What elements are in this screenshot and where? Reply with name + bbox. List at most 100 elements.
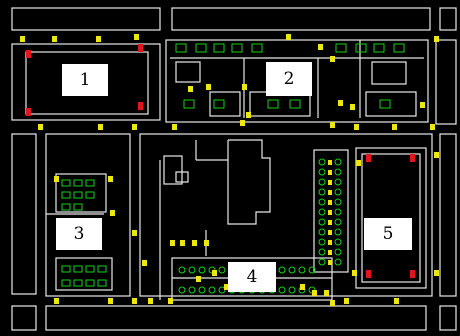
- green-device-icon: [334, 188, 342, 196]
- yellow-device-icon: [38, 124, 43, 130]
- green-device-icon: [188, 266, 196, 274]
- yellow-device-icon: [300, 284, 305, 290]
- yellow-device-icon: [354, 124, 359, 130]
- yellow-device-icon: [328, 190, 332, 195]
- yellow-device-icon: [330, 300, 335, 306]
- green-device-icon: [218, 266, 226, 274]
- green-device-icon: [335, 43, 347, 53]
- yellow-device-icon: [54, 298, 59, 304]
- yellow-device-icon: [168, 298, 173, 304]
- green-device-icon: [318, 228, 326, 236]
- green-device-icon: [73, 179, 83, 187]
- green-device-icon: [183, 99, 195, 109]
- green-device-icon: [278, 286, 286, 294]
- yellow-device-icon: [132, 230, 137, 236]
- yellow-device-icon: [98, 124, 103, 130]
- zone-label-3[interactable]: 3: [56, 218, 102, 250]
- green-device-icon: [97, 265, 107, 273]
- yellow-device-icon: [192, 240, 197, 246]
- green-device-icon: [318, 188, 326, 196]
- green-device-icon: [379, 99, 391, 109]
- yellow-device-icon: [196, 276, 201, 282]
- yellow-device-icon: [54, 176, 59, 182]
- yellow-device-icon: [206, 84, 211, 90]
- green-device-icon: [178, 266, 186, 274]
- green-device-icon: [198, 286, 206, 294]
- red-alarm-icon: [366, 154, 371, 162]
- green-device-icon: [61, 203, 71, 211]
- yellow-device-icon: [142, 260, 147, 266]
- yellow-device-icon: [328, 180, 332, 185]
- green-device-icon: [213, 43, 225, 53]
- yellow-device-icon: [330, 56, 335, 62]
- yellow-device-icon: [318, 44, 323, 50]
- yellow-device-icon: [180, 240, 185, 246]
- green-device-icon: [61, 279, 71, 287]
- green-device-icon: [73, 203, 83, 211]
- green-device-icon: [334, 208, 342, 216]
- yellow-device-icon: [328, 220, 332, 225]
- green-device-icon: [195, 43, 207, 53]
- green-device-icon: [318, 198, 326, 206]
- yellow-device-icon: [132, 298, 137, 304]
- green-device-icon: [334, 248, 342, 256]
- green-device-icon: [318, 248, 326, 256]
- green-device-icon: [85, 191, 95, 199]
- yellow-device-icon: [328, 200, 332, 205]
- yellow-device-icon: [52, 36, 57, 42]
- red-alarm-icon: [410, 154, 415, 162]
- green-device-icon: [178, 286, 186, 294]
- yellow-device-icon: [20, 36, 25, 42]
- green-device-icon: [85, 279, 95, 287]
- yellow-device-icon: [242, 84, 247, 90]
- green-device-icon: [355, 43, 367, 53]
- yellow-device-icon: [246, 112, 251, 118]
- green-device-icon: [298, 266, 306, 274]
- yellow-device-icon: [328, 160, 332, 165]
- yellow-device-icon: [286, 34, 291, 40]
- red-alarm-icon: [366, 270, 371, 278]
- yellow-device-icon: [328, 250, 332, 255]
- yellow-device-icon: [110, 210, 115, 216]
- green-device-icon: [213, 99, 225, 109]
- green-device-icon: [334, 228, 342, 236]
- yellow-device-icon: [338, 100, 343, 106]
- green-device-icon: [85, 265, 95, 273]
- yellow-device-icon: [312, 290, 317, 296]
- green-device-icon: [198, 266, 206, 274]
- green-device-icon: [97, 279, 107, 287]
- green-device-icon: [334, 238, 342, 246]
- zone-label-1[interactable]: 1: [62, 64, 108, 96]
- yellow-device-icon: [328, 260, 332, 265]
- green-device-icon: [318, 208, 326, 216]
- yellow-device-icon: [352, 270, 357, 276]
- green-device-icon: [61, 179, 71, 187]
- green-device-icon: [267, 99, 279, 109]
- yellow-device-icon: [240, 120, 245, 126]
- green-device-icon: [73, 265, 83, 273]
- yellow-device-icon: [224, 284, 229, 290]
- zone-label-2[interactable]: 2: [266, 62, 312, 96]
- green-device-icon: [289, 99, 301, 109]
- yellow-device-icon: [434, 270, 439, 276]
- red-alarm-icon: [26, 108, 31, 116]
- green-device-icon: [288, 266, 296, 274]
- green-device-icon: [318, 168, 326, 176]
- green-device-icon: [373, 43, 385, 53]
- green-device-icon: [251, 43, 263, 53]
- zone-label-4[interactable]: 4: [228, 262, 276, 292]
- green-device-icon: [334, 168, 342, 176]
- yellow-device-icon: [328, 210, 332, 215]
- green-device-icon: [231, 43, 243, 53]
- green-device-icon: [318, 238, 326, 246]
- yellow-device-icon: [204, 240, 209, 246]
- green-device-icon: [288, 286, 296, 294]
- yellow-device-icon: [430, 124, 435, 130]
- green-device-icon: [85, 179, 95, 187]
- yellow-device-icon: [170, 240, 175, 246]
- yellow-device-icon: [344, 298, 349, 304]
- zone-label-5[interactable]: 5: [364, 218, 412, 250]
- yellow-device-icon: [188, 86, 193, 92]
- yellow-device-icon: [108, 176, 113, 182]
